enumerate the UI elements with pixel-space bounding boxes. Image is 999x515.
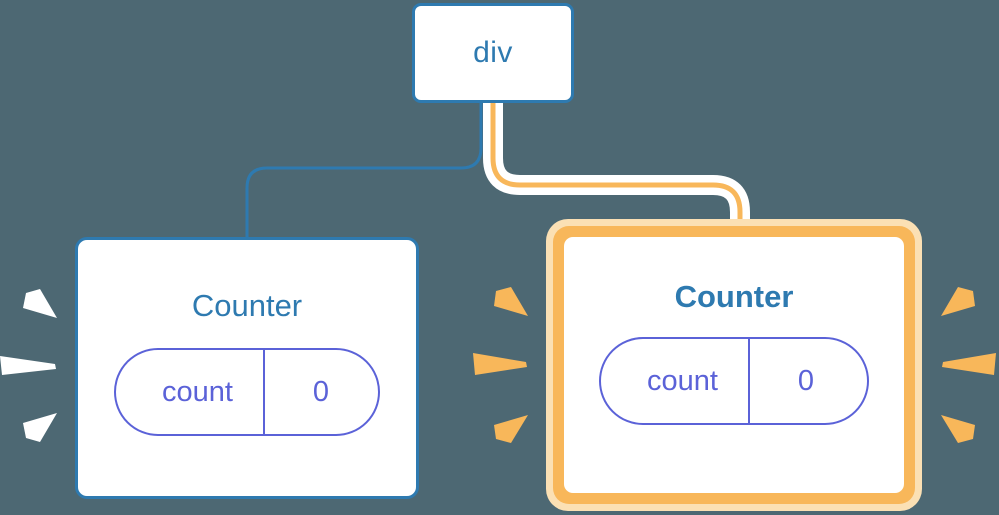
node-div-label: div xyxy=(473,36,513,69)
edge-highlight-halo xyxy=(483,100,750,232)
edge-div-to-counter-left xyxy=(245,101,483,242)
node-counter-right-title: Counter xyxy=(674,279,794,314)
node-counter-right-highlight-glow: Counter count 0 xyxy=(546,219,922,511)
node-counter-right-highlight-ring: Counter count 0 xyxy=(553,226,915,504)
state-value-left: 0 xyxy=(262,350,377,434)
edge-div-to-counter-right xyxy=(490,100,743,232)
node-counter-left[interactable]: Counter count 0 xyxy=(75,237,419,499)
node-div[interactable]: div xyxy=(412,3,574,103)
state-value-right: 0 xyxy=(747,339,862,423)
node-counter-left-title: Counter xyxy=(191,288,303,323)
state-key-right: count xyxy=(647,364,718,397)
state-pill-right: count 0 xyxy=(599,337,869,425)
node-counter-right[interactable]: Counter count 0 xyxy=(564,237,904,493)
state-pill-left: count 0 xyxy=(114,348,380,436)
state-key-left: count xyxy=(162,375,233,408)
